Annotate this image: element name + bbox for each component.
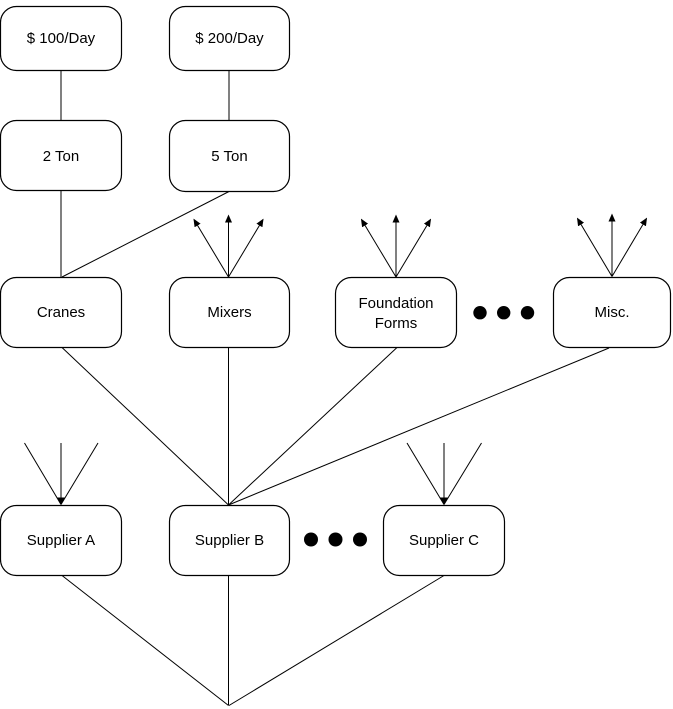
arrow-line [228,218,264,278]
edge-5ton-to-cranes [61,191,230,278]
node-box [334,276,458,349]
node-box [552,276,672,349]
fanin-line [406,442,445,505]
node-price-200-day: $ 200/Day [168,5,291,72]
edge-misc-to-supplier-b [228,347,610,506]
node-label: Misc. [595,304,630,321]
ellipsis-dot [520,306,535,320]
arrow-line [395,218,432,278]
node-label: $ 200/Day [195,30,264,47]
fanin-lines-supplier-c [406,442,482,505]
node-label: Mixers [207,304,251,321]
ellipsis-equipment-row [473,306,535,320]
node-price-100-day: $ 100/Day [0,5,123,72]
arrow-line [360,218,397,278]
node-supplier-a: Supplier A [0,504,123,577]
node-box [0,276,123,349]
node-label: 2 Ton [43,148,79,165]
ellipsis-dot [304,532,318,547]
edge-supplier-a-to-junction [61,575,229,706]
fanin-lines-supplier-a [24,442,99,505]
node-label: Supplier A [27,532,95,549]
node-label: $ 100/Day [27,30,96,47]
node-cranes: Cranes [0,276,123,349]
node-foundation-forms: Foundation Forms [334,276,458,349]
fanin-line [443,442,482,505]
fanin-line [24,442,62,505]
node-2-ton: 2 Ton [0,119,123,192]
node-box [0,119,123,192]
edge-supplier-c-to-junction [228,575,445,706]
fanout-arrows-foundation-forms [360,214,432,278]
edge-foundation-forms-to-supplier-b [228,347,398,506]
node-supplier-c: Supplier C [382,504,506,577]
node-label: Cranes [37,304,85,321]
node-label-line1: Foundation [358,295,433,312]
ellipsis-dot [353,532,367,547]
down-arrowhead [440,497,448,505]
fanout-arrows-mixers [193,214,264,278]
edge-cranes-to-supplier-b [61,347,229,506]
node-5-ton: 5 Ton [168,119,291,193]
fanin-line [60,442,99,505]
arrow-line [576,217,613,277]
down-arrowhead [57,497,65,505]
arrow-line [193,218,229,278]
fanout-arrows-misc [576,213,648,277]
node-box [168,119,291,193]
arrow-line [611,217,648,277]
ellipsis-dot [497,306,511,320]
node-box [168,276,291,349]
node-box [168,5,291,72]
node-box [0,5,123,72]
node-box [168,504,291,577]
node-misc: Misc. [552,276,672,349]
ellipsis-supplier-row [304,532,367,547]
node-label: 5 Ton [211,148,247,165]
node-label: Supplier C [409,532,479,549]
ellipsis-dot [473,306,487,320]
node-box [382,504,506,577]
node-supplier-b: Supplier B [168,504,291,577]
node-label-line2: Forms [375,315,418,332]
connectors [60,70,610,706]
ellipsis-dot [328,532,343,547]
node-mixers: Mixers [168,276,291,349]
node-box [0,504,123,577]
node-label: Supplier B [195,532,264,549]
